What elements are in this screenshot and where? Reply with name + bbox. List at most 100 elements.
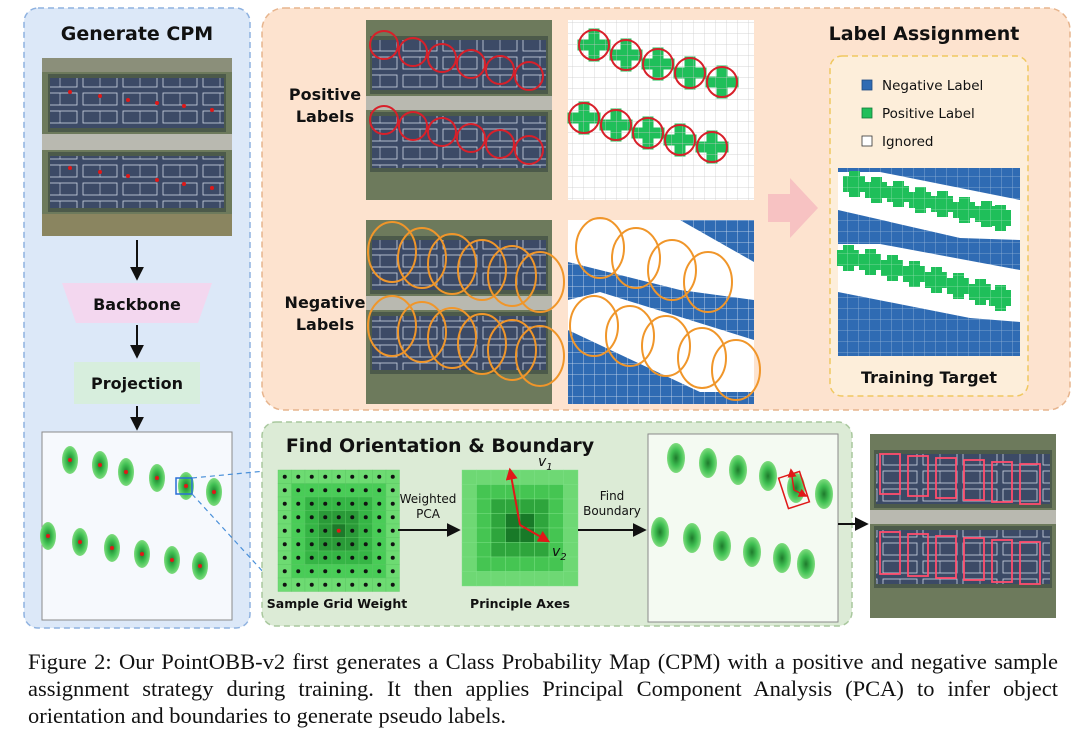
- axes-grid-cell: [534, 484, 550, 500]
- axes-grid-cell: [563, 571, 579, 587]
- pseudo-label-box: [991, 461, 1013, 503]
- axes-grid-cell: [548, 527, 564, 543]
- weight-grid-sample-point: [350, 515, 355, 520]
- weight-grid-sample-point: [390, 542, 395, 547]
- positive-red-circle: [427, 117, 457, 147]
- weight-grid-sample-point: [377, 474, 382, 479]
- weight-grid-sample-point: [323, 474, 328, 479]
- negative-orange-circle: [397, 301, 447, 363]
- weight-grid-sample-point: [377, 555, 382, 560]
- axes-grid-cell: [534, 556, 550, 572]
- weight-grid-sample-point: [390, 582, 395, 587]
- axes-grid-cell: [461, 542, 477, 558]
- negative-orange-circle: [367, 221, 417, 283]
- cpm-center-point: [184, 484, 188, 488]
- weighted-pca-label-line1: Weighted: [400, 492, 457, 506]
- pseudo-label-box: [963, 459, 985, 501]
- weight-grid-sample-point: [296, 488, 301, 493]
- cpm-center-point: [198, 564, 202, 568]
- axes-grid-cell: [563, 513, 579, 529]
- generate-cpm-panel: Generate CPM Backbone Projection: [23, 7, 251, 629]
- weight-grid-sample-point: [363, 515, 368, 520]
- negative-orange-circle: [427, 233, 477, 295]
- positive-grid-circle: [706, 66, 738, 98]
- weight-grid-sample-point: [336, 528, 341, 533]
- sample-grid-caption: Sample Grid Weight: [267, 596, 407, 611]
- axes-grid-cell: [461, 513, 477, 529]
- axes-grid-cell: [476, 469, 492, 485]
- positive-labels-line2: Labels: [296, 107, 354, 126]
- weight-grid-sample-point: [390, 488, 395, 493]
- axes-grid-cell: [490, 527, 506, 543]
- generate-cpm-title: Generate CPM: [61, 23, 213, 45]
- axes-grid-cell: [563, 498, 579, 514]
- training-target-caption: Training Target: [861, 368, 997, 387]
- boundary-blob: [773, 543, 791, 573]
- label-assignment-panel: Positive Labels Negative Labels: [261, 7, 1071, 411]
- weight-grid-sample-point: [323, 515, 328, 520]
- weight-grid-sample-point: [350, 488, 355, 493]
- legend-swatch-positive: [861, 107, 873, 119]
- weight-grid-sample-point: [350, 555, 355, 560]
- axis-v1-arrow: [505, 467, 521, 526]
- find-orientation-title: Find Orientation & Boundary: [286, 435, 595, 457]
- weight-grid-sample-point: [309, 474, 314, 479]
- weight-grid-sample-point: [296, 582, 301, 587]
- cpm-center-point: [140, 552, 144, 556]
- weight-grid-sample-point: [336, 474, 341, 479]
- axes-grid-cell: [534, 571, 550, 587]
- negative-labels-line2: Labels: [296, 315, 354, 334]
- weight-grid-sample-point: [350, 501, 355, 506]
- positive-label-grid: [567, 20, 754, 200]
- boundary-blob: [667, 443, 685, 473]
- boundary-blob: [729, 455, 747, 485]
- find-boundary-label-line2: Boundary: [583, 504, 641, 518]
- axes-grid-cell: [461, 571, 477, 587]
- weight-grid-sample-point: [363, 542, 368, 547]
- weight-grid-sample-point: [350, 582, 355, 587]
- weight-grid-sample-point: [282, 569, 287, 574]
- negative-orange-circle: [487, 319, 537, 381]
- axes-grid-cell: [490, 513, 506, 529]
- positive-grid-circle: [610, 39, 642, 71]
- weight-grid-sample-point: [363, 474, 368, 479]
- weight-grid-sample-point: [309, 555, 314, 560]
- negative-orange-circle: [367, 295, 417, 357]
- positive-grid-circle: [642, 48, 674, 80]
- pseudo-label-box: [935, 535, 957, 579]
- axes-grid-cell: [534, 513, 550, 529]
- negative-orange-circle: [515, 325, 565, 387]
- boundary-cpm-image: [647, 433, 839, 623]
- oriented-box-axis-1: [787, 468, 797, 491]
- weight-grid-sample-point: [323, 528, 328, 533]
- backbone-trapezoid: [62, 283, 212, 323]
- axes-grid-cell: [461, 498, 477, 514]
- boundary-blob: [797, 549, 815, 579]
- negative-grid-circle: [605, 305, 655, 367]
- pseudo-label-box: [935, 457, 957, 499]
- boundary-blob: [743, 537, 761, 567]
- input-aerial-image: [42, 58, 232, 236]
- axes-grid-cell: [476, 571, 492, 587]
- weighted-pca-label-line2: PCA: [416, 507, 441, 521]
- weight-grid-sample-point: [363, 528, 368, 533]
- positive-red-circle: [456, 123, 486, 153]
- legend-positive-label: Positive Label: [882, 106, 975, 122]
- weight-grid-sample-point: [296, 515, 301, 520]
- weight-grid-sample-point: [282, 501, 287, 506]
- positive-red-circle: [456, 49, 486, 79]
- positive-grid-circle: [632, 117, 664, 149]
- boundary-blob: [759, 461, 777, 491]
- axes-grid-cell: [476, 556, 492, 572]
- axis-v2-arrow: [519, 524, 551, 543]
- axes-grid-cell: [490, 556, 506, 572]
- axes-grid-cell: [461, 469, 477, 485]
- axes-grid-cell: [490, 498, 506, 514]
- axes-grid-cell: [534, 542, 550, 558]
- pointobb-v2-pipeline-diagram: Generate CPM Backbone Projection: [23, 7, 1071, 629]
- weight-grid-sample-point: [282, 528, 287, 533]
- weight-grid-sample-point: [350, 474, 355, 479]
- negative-orange-circle: [487, 245, 537, 307]
- weight-grid-sample-point: [296, 474, 301, 479]
- weight-grid-sample-point: [282, 582, 287, 587]
